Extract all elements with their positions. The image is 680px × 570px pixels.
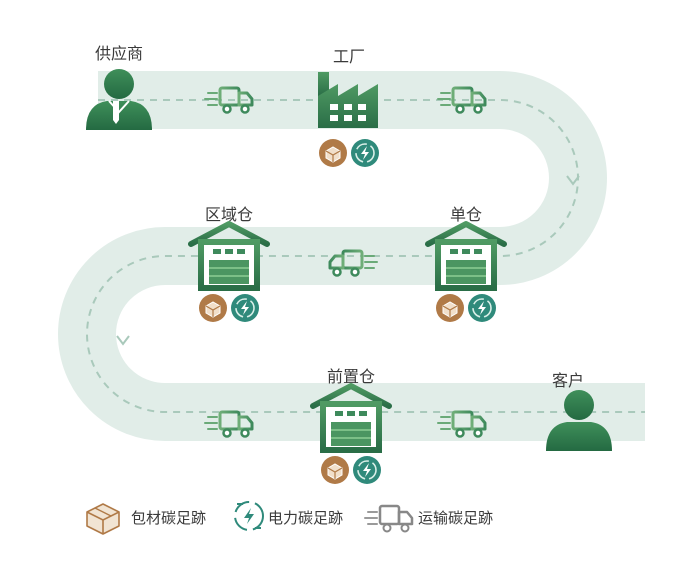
collar-icon	[108, 100, 130, 114]
customer-label: 客户	[551, 371, 585, 390]
single-warehouse-label: 单仓	[449, 205, 483, 224]
regional-warehouse-label: 区域仓	[204, 205, 254, 224]
factory-icon	[318, 72, 378, 128]
legend-transport-label: 运输碳足跡	[418, 509, 494, 527]
tie-icon	[113, 101, 119, 124]
electricity-legend-icon	[234, 501, 264, 531]
route-dashes	[86, 99, 645, 413]
direction-chevron-icon	[566, 175, 580, 186]
supplier-label: 供应商	[94, 44, 144, 63]
carbon-badges	[436, 294, 496, 322]
carbon-badges	[199, 294, 259, 322]
direction-chevron-icon	[116, 335, 130, 346]
legend-electricity-label: 电力碳足跡	[268, 509, 344, 527]
carbon-badges	[319, 139, 379, 167]
carbon-badges	[321, 456, 381, 484]
factory-label: 工厂	[332, 47, 366, 66]
front-warehouse-label: 前置仓	[326, 367, 376, 386]
packaging-legend-box-icon	[86, 503, 120, 535]
transport-legend-truck-icon	[364, 504, 414, 533]
legend-packaging-label: 包材碳足跡	[131, 509, 207, 527]
